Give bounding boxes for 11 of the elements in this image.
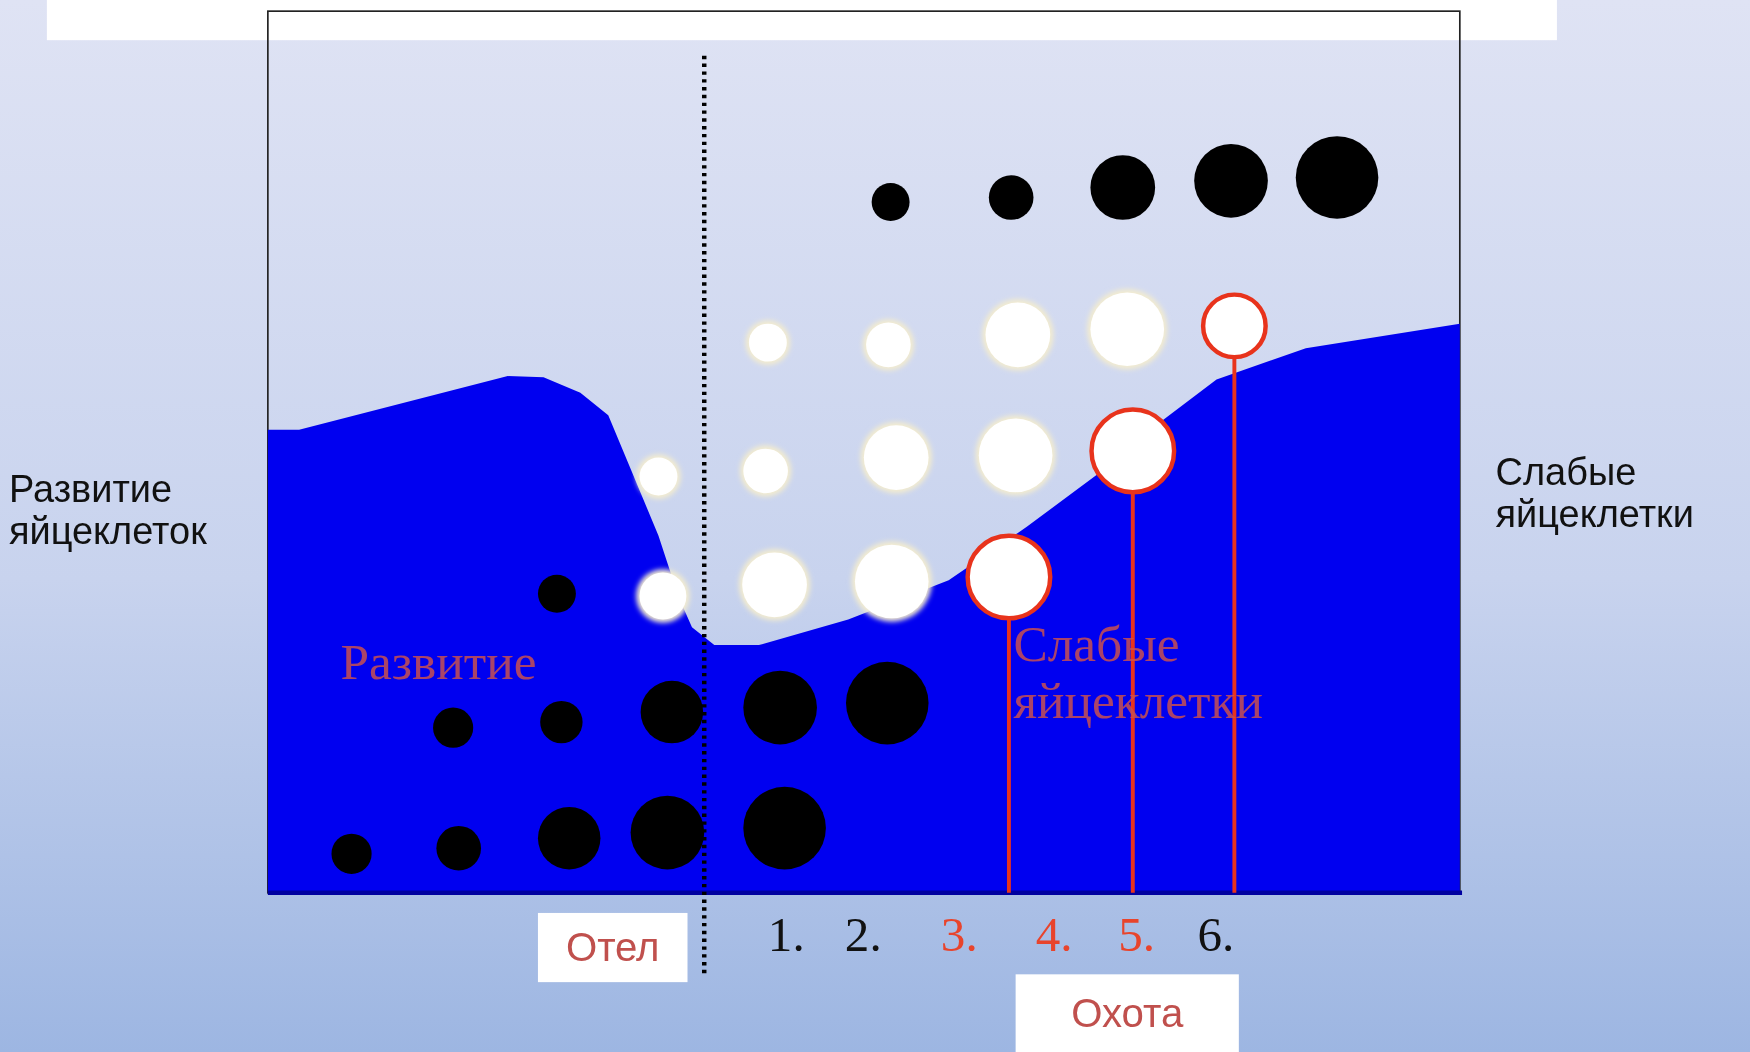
stage-number: 6. [1197,908,1235,963]
axis-label: Слабые яйцеклетки [1495,452,1695,536]
axis-label: Развитие яйцеклеток [8,468,208,553]
region-label: Развитие [340,633,537,691]
stage-number: 2. [844,908,882,963]
event-label-box: Отел [537,912,688,983]
stage-number: 5. [1118,908,1156,963]
stage-number: 4. [1035,908,1073,963]
stage-number: 3. [940,908,978,963]
event-label-box: Охота [1015,974,1239,1052]
stage-number: 1. [767,908,805,963]
